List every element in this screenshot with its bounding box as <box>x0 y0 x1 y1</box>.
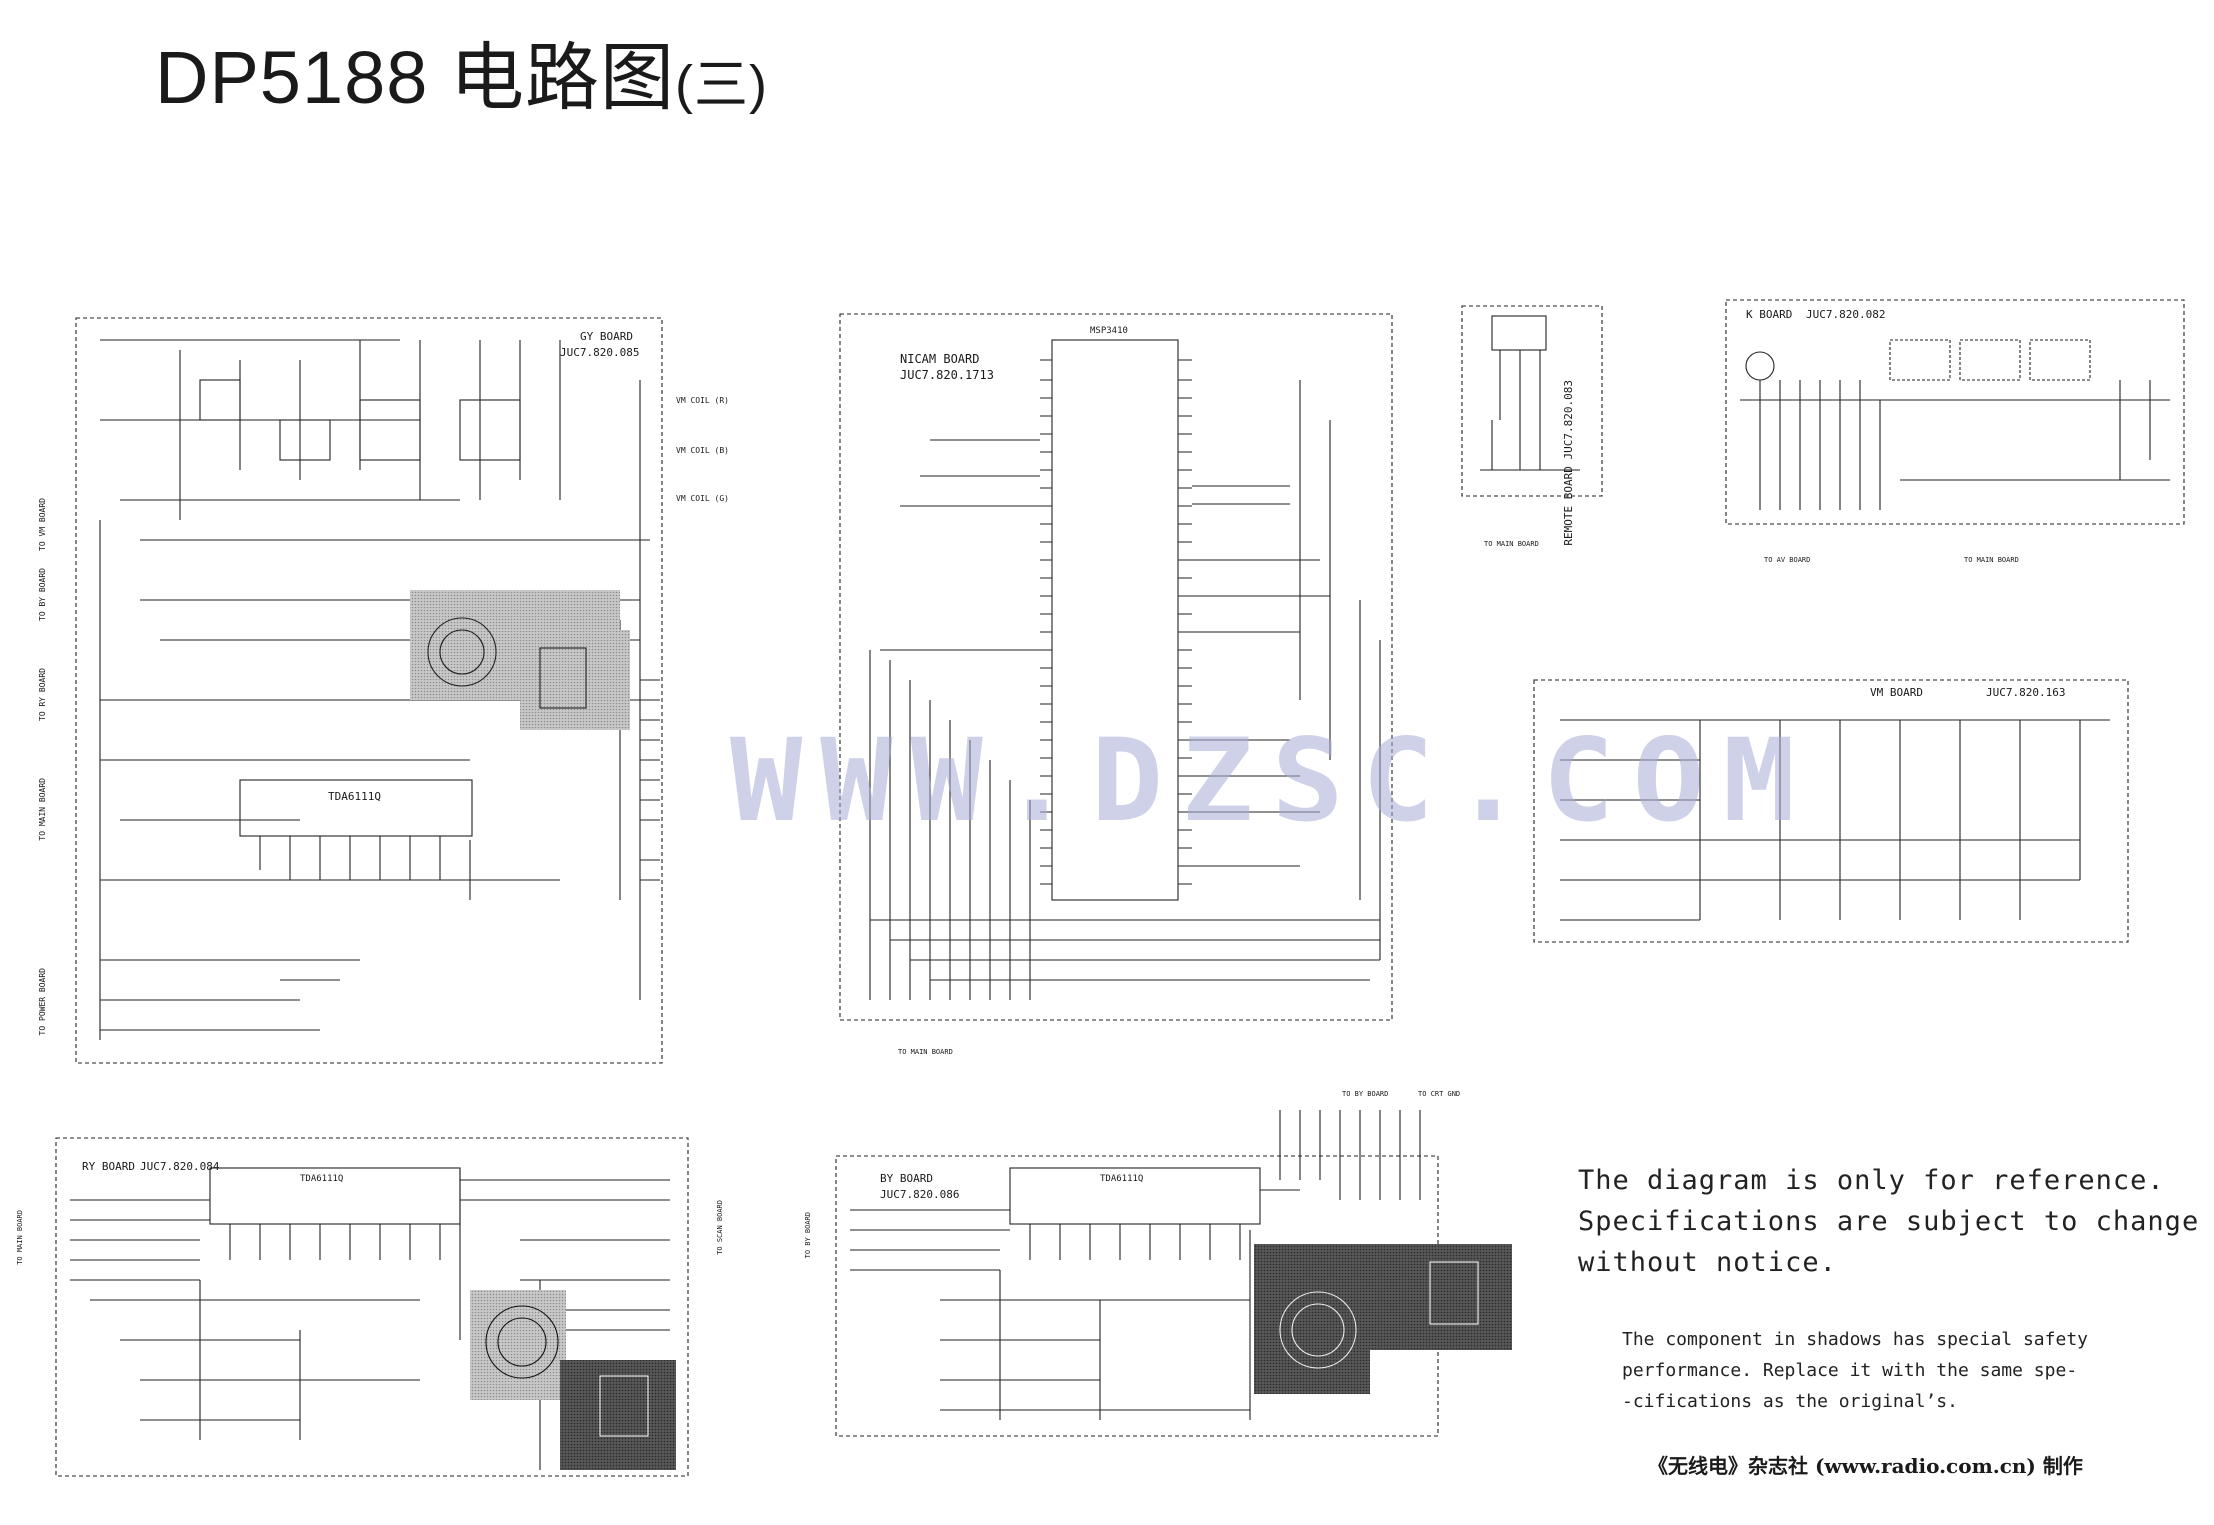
vm-board-label: VM BOARD <box>1870 686 1923 699</box>
connector-ry-to-main: TO MAIN BOARD <box>16 1210 24 1265</box>
page-title: DP5188 电路图(三) <box>155 36 768 119</box>
connector-by-to-by-left: TO BY BOARD <box>804 1212 812 1259</box>
gy-board-outline <box>75 317 663 1064</box>
connector-by-to-by: TO BY BOARD <box>1342 1090 1389 1098</box>
ry-board-outline <box>55 1137 689 1477</box>
gy-board-wiring <box>99 339 660 1040</box>
title-suffix: (三) <box>674 55 768 115</box>
connector-vm-coil-1: VM COIL (R) <box>676 396 729 405</box>
ry-board-code: JUC7.820.084 <box>140 1160 220 1173</box>
gy-board-code: JUC7.820.085 <box>560 346 640 359</box>
connector-to-by-board: TO BY BOARD <box>38 568 47 621</box>
connector-ry-to-scan: TO SCAN BOARD <box>716 1200 724 1255</box>
connector-to-power-board: TO POWER BOARD <box>38 968 47 1036</box>
k-board-code: JUC7.820.082 <box>1806 308 1886 321</box>
k-board-label: K BOARD <box>1746 308 1793 321</box>
connector-by-to-crt: TO CRT GND <box>1418 1090 1461 1098</box>
connector-to-main-board: TO MAIN BOARD <box>38 778 47 841</box>
ry-board-wiring <box>70 1167 670 1470</box>
watermark-text: WWW.DZSC.COM <box>730 715 1813 848</box>
nicam-board-outline <box>839 313 1393 1021</box>
vm-board-wiring <box>1560 719 2110 921</box>
by-board-wiring <box>850 1110 1421 1420</box>
by-board-label: BY BOARD <box>880 1172 933 1185</box>
k-board-wiring <box>1740 339 2170 510</box>
remote-board-outline <box>1461 305 1603 497</box>
nicam-board-code: JUC7.820.1713 <box>900 368 994 382</box>
nicam-board-wiring <box>869 339 1381 1000</box>
connector-vm-coil-3: VM COIL (G) <box>676 494 729 503</box>
safety-notice: The component in shadows has special saf… <box>1622 1329 2088 1412</box>
ry-board-label: RY BOARD <box>82 1160 135 1173</box>
connector-vm-coil-2: VM COIL (B) <box>676 446 729 455</box>
ry-amp-chip: TDA6111Q <box>300 1174 344 1184</box>
connector-k-to-av: TO AV BOARD <box>1764 556 1811 564</box>
k-board-outline <box>1725 299 2185 525</box>
remote-board-label: REMOTE BOARD JUC7.820.083 <box>1562 380 1575 546</box>
remote-board-wiring <box>1480 315 1580 471</box>
by-amp-chip: TDA6111Q <box>1100 1174 1144 1184</box>
connector-remote-to-main: TO MAIN BOARD <box>1484 540 1539 548</box>
connector-k-to-main: TO MAIN BOARD <box>1964 556 2019 564</box>
publisher-credit: 《无线电》杂志社 (www.radio.com.cn) 制作 <box>1648 1454 2083 1478</box>
vm-board-code: JUC7.820.163 <box>1986 686 2066 699</box>
reference-notice: The diagram is only for reference. Speci… <box>1578 1165 2200 1278</box>
nicam-board-label: NICAM BOARD <box>900 352 980 366</box>
gy-board-label: GY BOARD <box>580 330 633 343</box>
connector-to-vm-board: TO VM BOARD <box>38 498 47 551</box>
connector-nicam-to-main: TO MAIN BOARD <box>898 1048 953 1056</box>
connector-to-ry-board: TO RY BOARD <box>38 668 47 721</box>
nicam-ic-chip: MSP3410 <box>1090 326 1128 336</box>
vm-board-outline <box>1533 679 2129 943</box>
by-board-code: JUC7.820.086 <box>880 1188 960 1201</box>
gy-amp-chip: TDA6111Q <box>328 790 381 803</box>
